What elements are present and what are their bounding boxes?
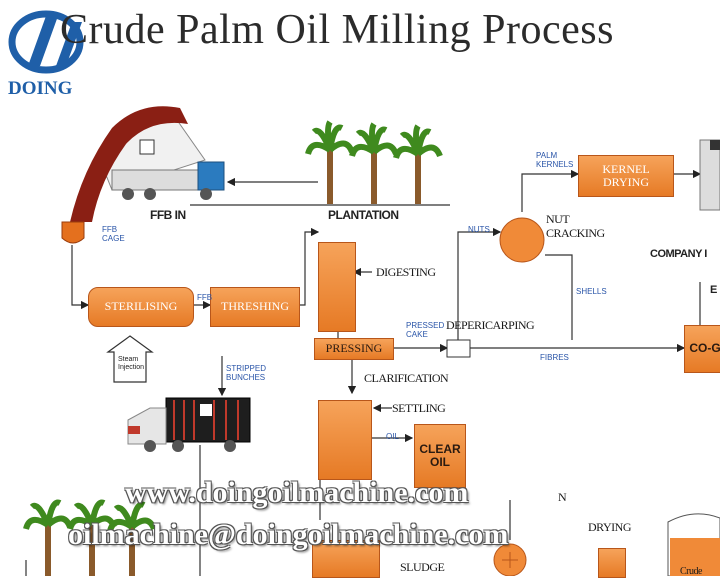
steam-injection-label: Steam Injection: [118, 356, 145, 371]
kernel-drying-box: KERNEL DRYING: [578, 155, 674, 197]
watermark-website: www.doingoilmachine.com: [125, 476, 469, 509]
ffb-in-label: FFB IN: [150, 208, 186, 222]
shells-label: SHELLS: [576, 287, 607, 296]
kernel-drying-label: KERNEL DRYING: [602, 161, 650, 189]
palm-kernels-label: PALM KERNELS: [536, 151, 574, 169]
plantation-label: PLANTATION: [328, 208, 399, 222]
company-label: COMPANY I: [650, 248, 707, 260]
pressing-label: PRESSING: [325, 341, 383, 356]
pressed-cake-label: PRESSED CAKE: [406, 321, 445, 339]
page-title: Crude Palm Oil Milling Process: [60, 7, 614, 53]
sterilising-box: STERILISING: [88, 287, 194, 327]
depericarping-label: DEPERICARPING: [446, 318, 535, 332]
stripped-bunches-label: STRIPPED BUNCHES: [226, 364, 267, 382]
settling-label: SETTLING: [392, 401, 446, 415]
nuts-label: NUTS: [468, 225, 490, 234]
clear-oil-label: CLEAR OIL: [419, 441, 461, 469]
drying-label: DRYING: [588, 520, 632, 534]
drying-tank: [598, 548, 626, 578]
ffb-cage-label: FFB CAGE: [102, 225, 125, 243]
digesting-tank: [318, 242, 356, 332]
fibres-label: FIBRES: [540, 353, 569, 362]
watermark-email: oilmachine@doingoilmachine.com: [68, 518, 509, 551]
oil-label: OIL: [386, 432, 399, 441]
n-fragment-label: N: [558, 490, 567, 504]
dump-truck-icon: [70, 106, 225, 222]
clarification-label: CLARIFICATION: [364, 371, 449, 385]
pressing-box: PRESSING: [314, 338, 394, 360]
digesting-label: DIGESTING: [376, 265, 436, 279]
ffb-small-label: FFB: [197, 293, 213, 302]
nut-cracking-label: NUT CRACKING: [546, 212, 605, 241]
co-gen-box: CO-G: [684, 325, 720, 373]
sterilising-label: STERILISING: [104, 299, 178, 314]
crude-label: Crude: [680, 566, 702, 577]
settling-tank: [318, 400, 372, 480]
clear-oil-box: CLEAR OIL: [414, 424, 466, 488]
palm-trees-icon: [23, 120, 443, 576]
co-gen-label: CO-G: [689, 341, 720, 356]
doing-logo-icon: [8, 10, 84, 74]
threshing-box: THRESHING: [210, 287, 300, 327]
e-fragment-label: E: [710, 284, 717, 296]
container-truck-icon: [127, 397, 251, 452]
brand-name: DOING: [8, 78, 73, 99]
sludge-label: SLUDGE: [400, 560, 445, 574]
threshing-label: THRESHING: [221, 299, 289, 314]
